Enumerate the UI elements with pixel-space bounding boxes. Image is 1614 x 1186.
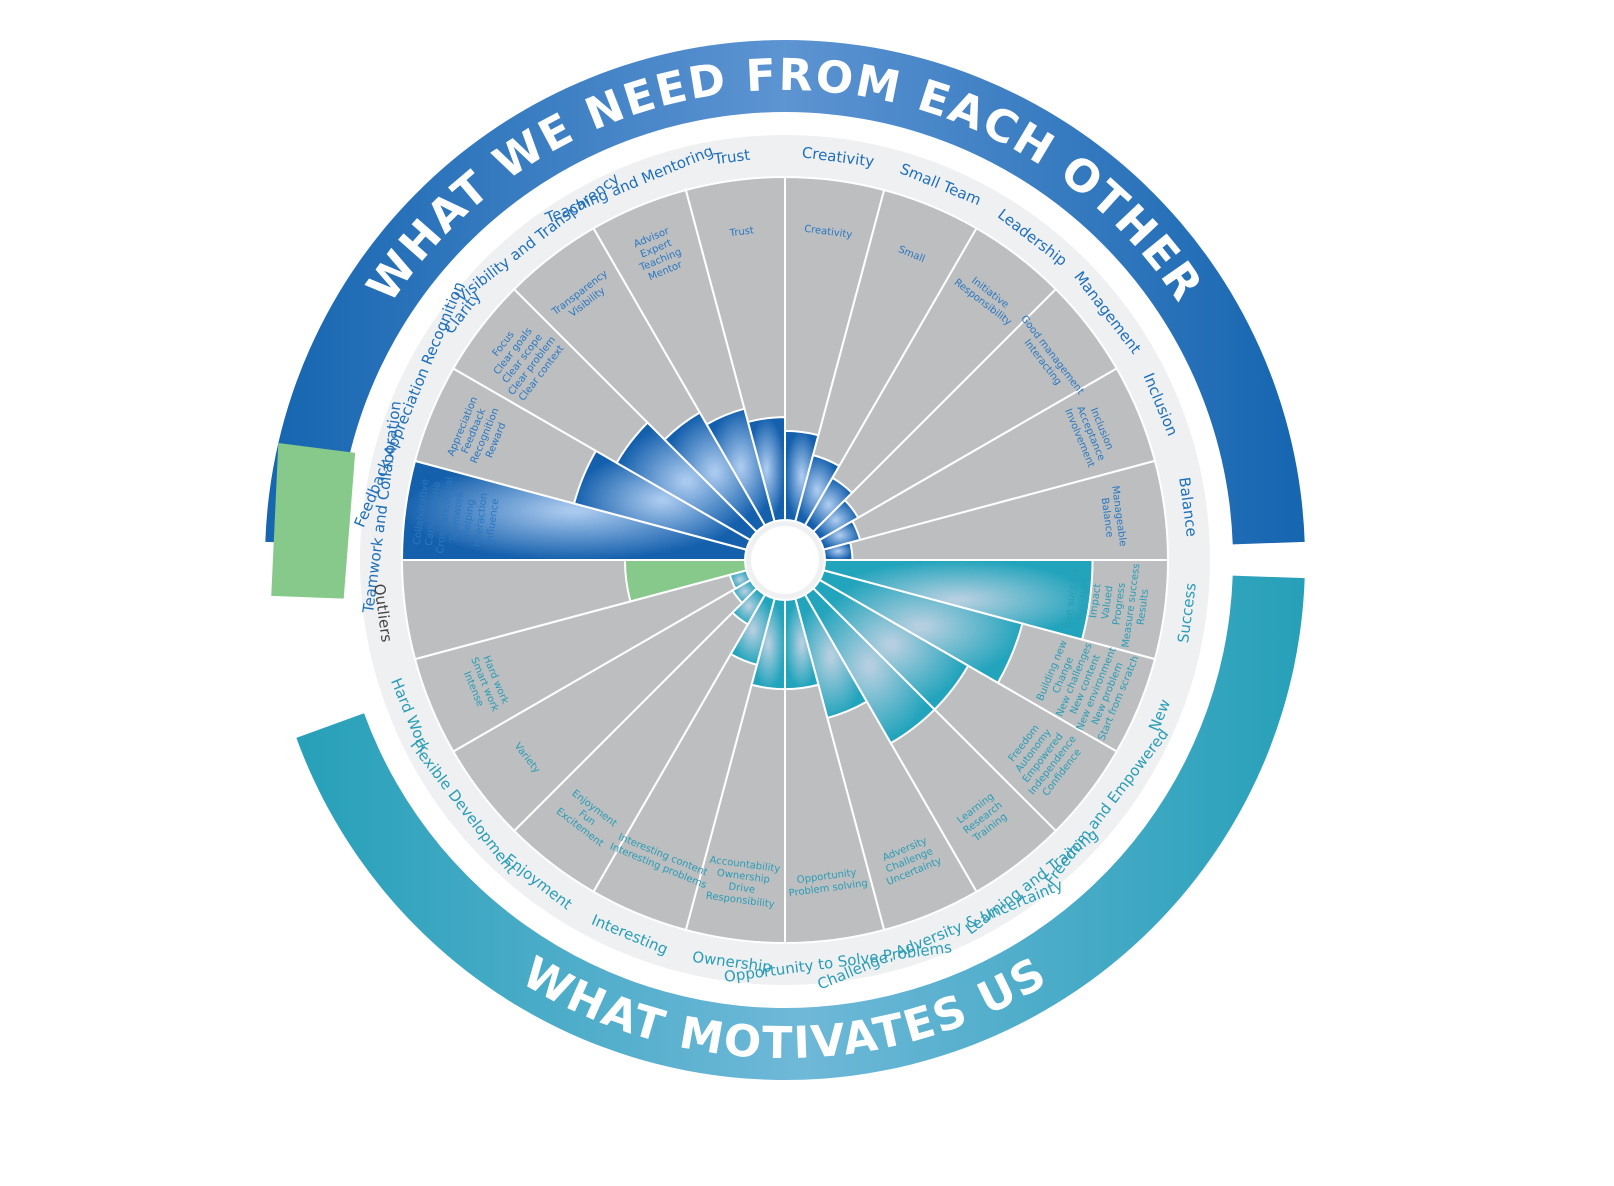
bottom-band	[296, 575, 1305, 1081]
outliers-band-tab	[271, 443, 356, 599]
bottom-keyword: Drive	[728, 881, 756, 895]
top-keyword: Helping	[461, 499, 477, 538]
top-keyword: Balance	[1099, 497, 1115, 538]
bottom-sector-bar	[623, 559, 748, 603]
center-hub	[751, 526, 819, 594]
top-keyword-list: Trust	[728, 225, 755, 239]
top-keyword-list: InclusionAcceptanceInvolvement	[1062, 398, 1118, 469]
outer-bands	[265, 39, 1305, 1081]
bottom-keyword: Impact	[1088, 583, 1103, 619]
bottom-keyword: Valued	[1100, 585, 1115, 620]
bottom-keyword: Progress	[1111, 582, 1127, 626]
bottom-keyword: Results	[1136, 589, 1152, 626]
wheel-sectors	[360, 135, 1210, 985]
top-band	[265, 39, 1305, 545]
top-category-label: Trust	[712, 146, 751, 169]
top-keyword-list: CollaborativeCamaraderieCrossfunctionalT…	[411, 473, 503, 560]
top-keyword: Trust	[728, 225, 755, 239]
top-keyword-list: AppreciationFeedbackRecognitionReward	[446, 395, 514, 471]
bottom-keyword-list: Building newChangeNew challengesNew cont…	[1030, 627, 1141, 743]
bottom-keyword: Finished	[1076, 578, 1092, 620]
